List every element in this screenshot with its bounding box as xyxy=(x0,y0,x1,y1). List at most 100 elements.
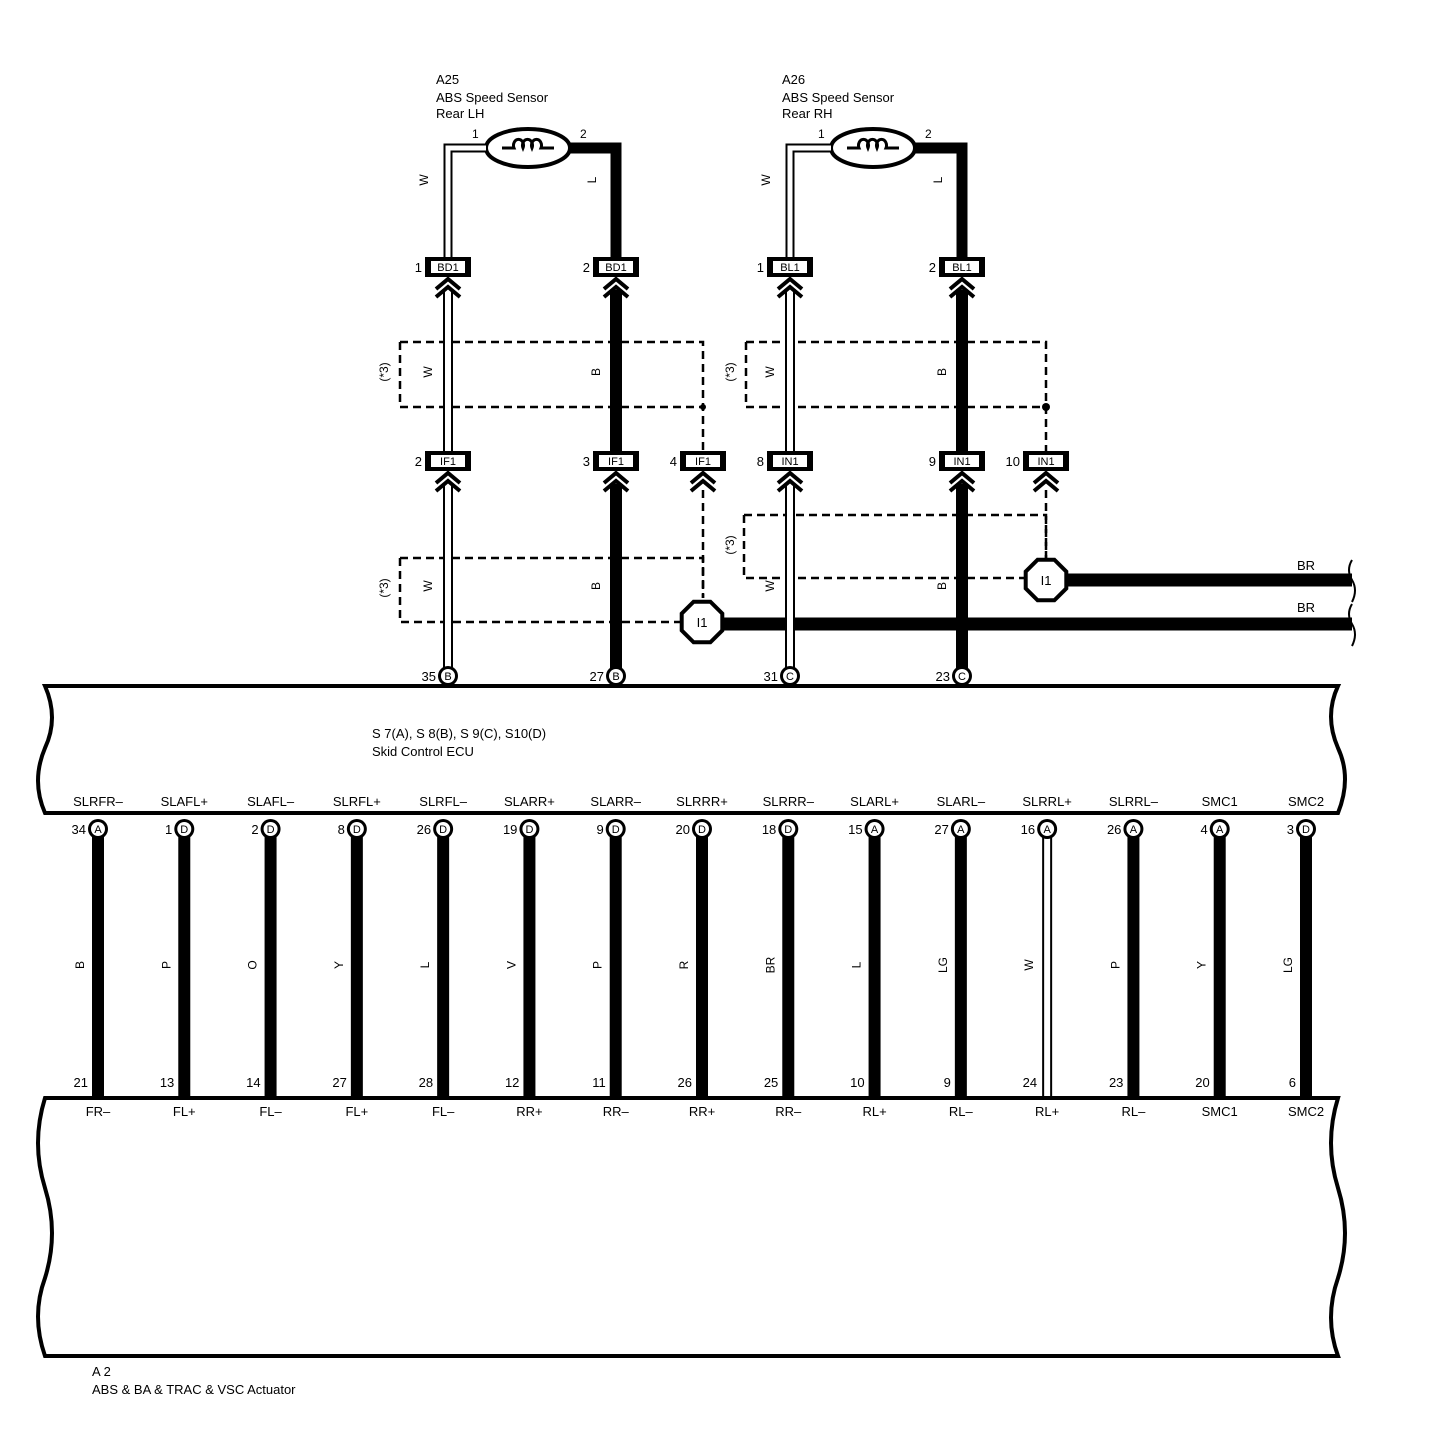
ecu-pin-rrm-code: C xyxy=(958,671,966,683)
sensor-a25-coil-icon xyxy=(484,127,572,169)
lower-wire-12-ecu-pin: A26 xyxy=(1107,819,1144,839)
upper-wire-rrp-color-low: W xyxy=(763,580,777,592)
ground-point-0-octagon-icon xyxy=(679,599,725,645)
sensor-a26-pin2: 2 xyxy=(925,127,932,141)
sensor-a26-name: ABS Speed Sensor xyxy=(782,90,895,105)
lower-wire-9-ecu-pin-code: A xyxy=(871,824,879,836)
ecu-pin-rlp-pin: 35 xyxy=(422,669,436,684)
lower-wire-11-act-label: RL+ xyxy=(1035,1104,1059,1119)
lower-wire-7-ecu-pin-hole xyxy=(695,822,709,836)
upper-wire-rrp: WWWBL11IN18C31RR+ xyxy=(757,174,813,709)
lower-wire-1-ecu-pin-code: D xyxy=(180,824,188,836)
lower-wire-3-color: Y xyxy=(332,961,346,969)
sensor-a25-name: ABS Speed Sensor xyxy=(436,90,549,105)
lower-wire-12-ecu-pin-hole xyxy=(1126,822,1141,836)
lower-wire-11-color: W xyxy=(1022,959,1036,971)
connector-rrm-if-code: IN1 xyxy=(953,456,970,468)
ecu-ref: S 7(A), S 8(B), S 9(C), S10(D) xyxy=(372,726,546,741)
lower-wire-1-ecu-label: SLAFL+ xyxy=(161,794,208,809)
lower-wire-7-ecu-label: SLRRR+ xyxy=(676,794,728,809)
lower-wire-12-ecu-label: SLRRL– xyxy=(1109,794,1159,809)
sensor-a26-side: Rear RH xyxy=(782,106,833,121)
lower-wire-13-ecu-pin-code: A xyxy=(1216,824,1224,836)
shield-note-0: (*3) xyxy=(377,362,391,381)
lower-wire-14-ecu-pin-hole xyxy=(1299,822,1313,836)
lower-wire-4-act-label: FL– xyxy=(432,1104,455,1119)
lower-wire-5-ecu-pin-hole xyxy=(522,822,537,836)
lower-wire-2-act-pin: 14 xyxy=(246,1075,260,1090)
sensor-a25-ref: A25 xyxy=(436,72,459,87)
shield-note-1: (*3) xyxy=(723,362,737,381)
connector-rrp-if-pin: 8 xyxy=(757,454,764,469)
lower-wire-5-ecu-label: SLARR+ xyxy=(504,794,555,809)
connector-rlp-if-face xyxy=(431,455,465,467)
connector-rlm-bd-code: BD1 xyxy=(605,262,626,274)
lower-wire-7-ecu-pin: D20 xyxy=(676,819,712,839)
lower-wire-0-ecu-pin-pin: 34 xyxy=(72,822,86,837)
actuator-name: ABS & BA & TRAC & VSC Actuator xyxy=(92,1382,296,1397)
lower-wire-4-ecu-pin: D26 xyxy=(417,819,454,839)
ground-point-0-wire-color: BR xyxy=(1297,600,1315,615)
lower-wire-6-act-label: RR– xyxy=(603,1104,630,1119)
connector-rrp-if-arrow-icon xyxy=(776,470,804,493)
lower-wire-3-ecu-pin-hole xyxy=(349,822,364,836)
ground-lines xyxy=(724,559,1356,647)
lower-wire-8-act-label: RR– xyxy=(775,1104,802,1119)
upper-wire-rrm-color-mid: B xyxy=(935,368,949,376)
lower-wire-8-color: BR xyxy=(763,956,777,973)
lower-wire-9-ecu-label: SLARL+ xyxy=(850,794,899,809)
lower-wire-4-ecu-pin-hole xyxy=(436,822,451,836)
upper-wire-rrp-color-mid: W xyxy=(763,366,777,378)
lower-wire-10-act-pin: 9 xyxy=(944,1075,951,1090)
upper-wire-rlm-color-top: L xyxy=(585,176,599,183)
actuator-box: A 2 ABS & BA & TRAC & VSC Actuator xyxy=(36,1096,1347,1397)
lower-wire-13-ecu-pin-pin: 4 xyxy=(1200,822,1207,837)
lower-wire-1-ecu-pin-pin: 1 xyxy=(165,822,172,837)
upper-wire-rrp-color-top: W xyxy=(759,174,773,186)
lower-wire-3-ecu-pin-pin: 8 xyxy=(338,822,345,837)
connector-rrm-if-pin: 9 xyxy=(929,454,936,469)
ecu-name: Skid Control ECU xyxy=(372,744,474,759)
lower-wire-10-color: LG xyxy=(936,957,950,973)
lower-wire-4-color: L xyxy=(418,961,432,968)
lower-wire-0-ecu-pin-hole xyxy=(91,822,105,836)
ecu-pin-rlp-code: B xyxy=(444,671,451,683)
lower-wire-11-ecu-pin-pin: 16 xyxy=(1021,822,1035,837)
actuator-pin-labels: FR–FL+FL–FL+FL–RR+RR–RR+RR–RL+RL–RL+RL–S… xyxy=(86,1104,1324,1119)
upper-wire-rlp: WWWBD11IF12B35RL+ xyxy=(415,174,471,709)
lower-wire-5-act-label: RR+ xyxy=(516,1104,542,1119)
lower-wire-9-color: L xyxy=(850,961,864,968)
connector-rrp-bd-code: BL1 xyxy=(780,262,800,274)
lower-wire-4-ecu-pin-code: D xyxy=(439,824,447,836)
lower-wire-6-act-pin: 11 xyxy=(592,1075,606,1090)
lower-wire-1-ecu-pin: D1 xyxy=(165,819,195,839)
lower-wire-5-ecu-pin: D19 xyxy=(503,819,540,839)
lower-wire-0-ecu-label: SLRFR– xyxy=(73,794,124,809)
lower-wire-5-ecu-pin-code: D xyxy=(525,824,533,836)
upper-wire-rrm-color-low: B xyxy=(935,582,949,590)
ecu-pin-rrp-hole xyxy=(783,669,797,683)
connector-rlm-if-face xyxy=(599,455,633,467)
shield-connector-1-pin: 10 xyxy=(1006,454,1020,469)
lower-wire-12-act-pin: 23 xyxy=(1109,1075,1123,1090)
upper-wire-rlm-color-mid: B xyxy=(589,368,603,376)
lower-wire-0-act-pin: 21 xyxy=(74,1075,88,1090)
lower-wire-5-color: V xyxy=(504,961,518,969)
lower-wire-12-ecu-pin-pin: 26 xyxy=(1107,822,1121,837)
